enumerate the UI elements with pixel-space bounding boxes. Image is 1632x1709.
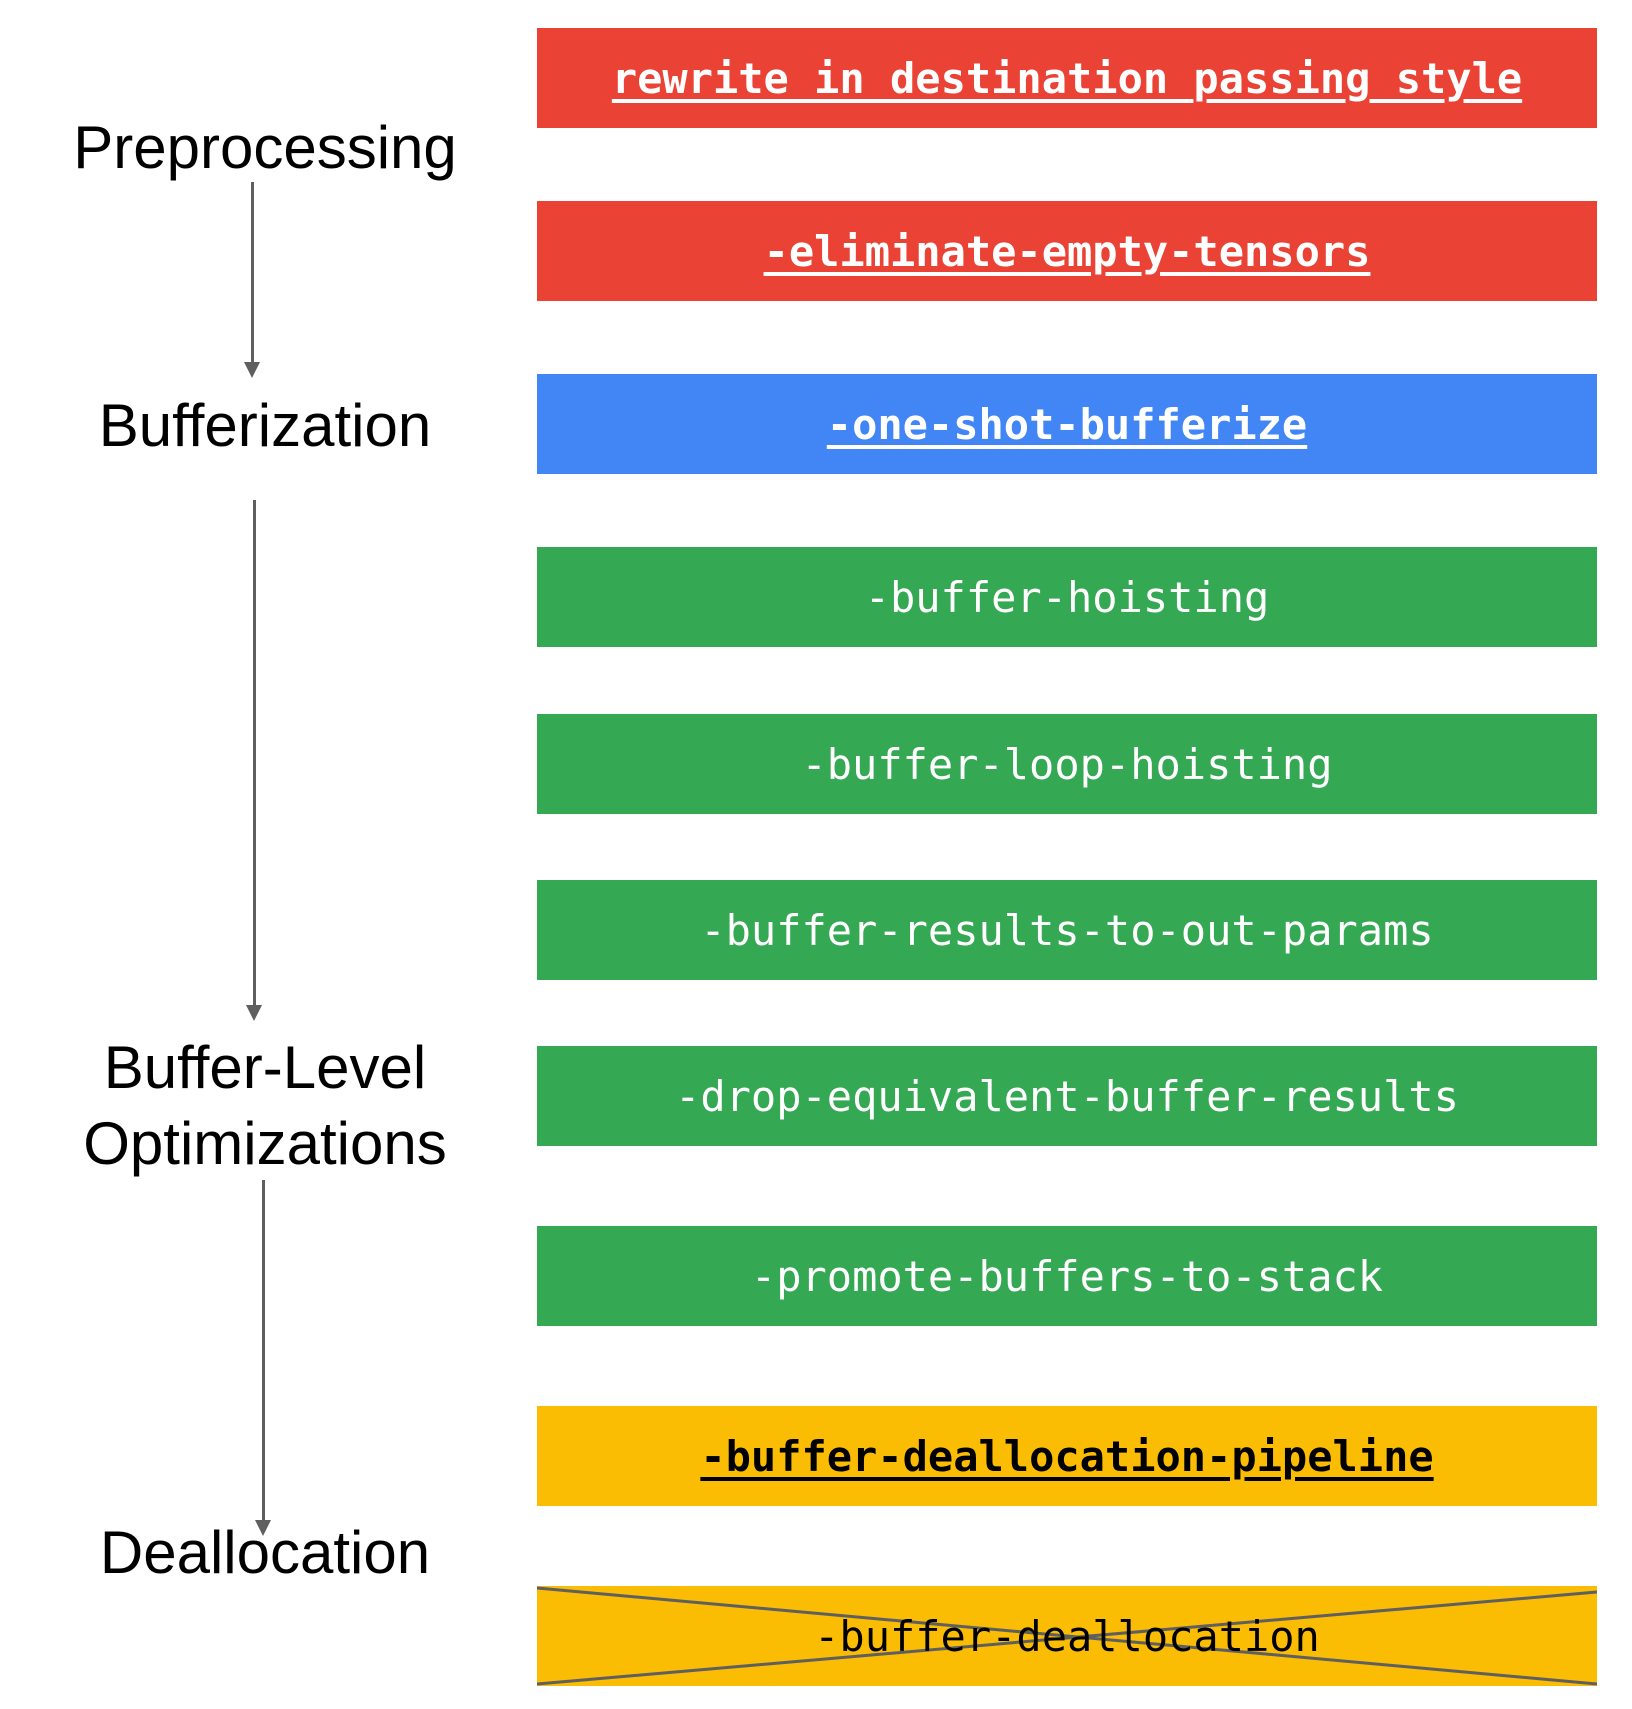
pass-label: -promote-buffers-to-stack	[750, 1251, 1384, 1301]
pass-promote-buffers-to-stack: -promote-buffers-to-stack	[537, 1226, 1597, 1326]
arrow-head-2	[246, 1005, 262, 1021]
crossed-out-mark	[537, 1586, 1597, 1686]
pass-label: -buffer-deallocation-pipeline	[700, 1431, 1434, 1481]
pass-label: -buffer-results-to-out-params	[700, 905, 1434, 955]
pass-buffer-loop-hoisting: -buffer-loop-hoisting	[537, 714, 1597, 814]
pass-drop-equivalent-buffer-results: -drop-equivalent-buffer-results	[537, 1046, 1597, 1146]
stage-buffer-level-line2: Optimizations	[83, 1110, 447, 1177]
pass-buffer-results-to-out-params: -buffer-results-to-out-params	[537, 880, 1597, 980]
pass-label: -one-shot-bufferize	[826, 399, 1308, 449]
arrow-head-1	[244, 362, 260, 378]
pass-label: -eliminate-empty-tensors	[763, 226, 1371, 276]
pass-rewrite-in-destination-passing-style[interactable]: rewrite_in_destination_passing_style	[537, 28, 1597, 128]
pass-buffer-deallocation-pipeline[interactable]: -buffer-deallocation-pipeline	[537, 1406, 1597, 1506]
arrow-optimizations-to-deallocation	[262, 1180, 265, 1522]
stage-buffer-level-line1: Buffer-Level	[103, 1034, 427, 1101]
stage-deallocation: Deallocation	[99, 1519, 431, 1586]
stage-bufferization: Bufferization	[98, 392, 432, 459]
pass-label: -buffer-deallocation	[814, 1611, 1320, 1661]
arrow-bufferization-to-optimizations	[253, 500, 256, 1005]
arrow-head-3	[255, 1520, 271, 1536]
pass-label: -buffer-loop-hoisting	[801, 739, 1333, 789]
pass-buffer-hoisting: -buffer-hoisting	[537, 547, 1597, 647]
pass-buffer-deallocation-deprecated: -buffer-deallocation	[537, 1586, 1597, 1686]
stage-buffer-level-optimizations: Buffer-Level Optimizations	[30, 1030, 500, 1182]
arrow-preprocessing-to-bufferization	[251, 182, 254, 362]
pass-label: -buffer-hoisting	[864, 572, 1270, 622]
pass-label: -drop-equivalent-buffer-results	[675, 1071, 1459, 1121]
pass-one-shot-bufferize[interactable]: -one-shot-bufferize	[537, 374, 1597, 474]
stage-preprocessing: Preprocessing	[73, 114, 457, 181]
pass-eliminate-empty-tensors[interactable]: -eliminate-empty-tensors	[537, 201, 1597, 301]
pass-label: rewrite_in_destination_passing_style	[611, 53, 1523, 103]
